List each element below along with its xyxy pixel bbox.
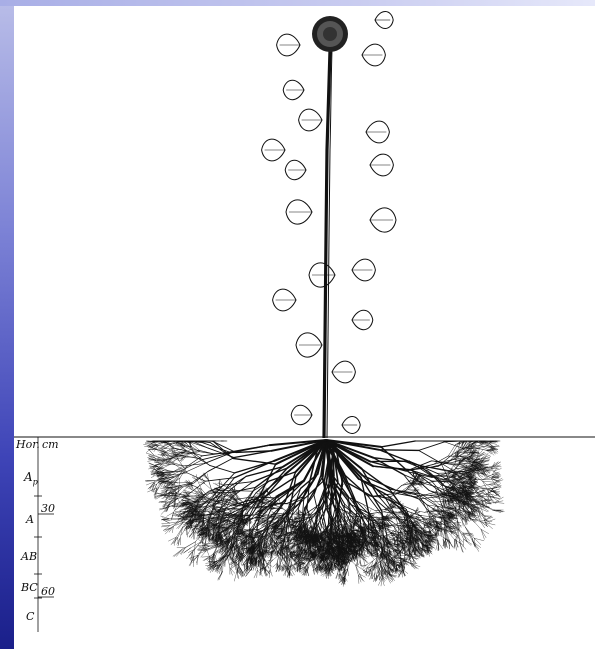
slide-accent-left-band xyxy=(0,0,14,649)
root-segment xyxy=(348,569,349,576)
root-segment xyxy=(381,441,415,447)
root-segment xyxy=(448,505,454,506)
root-segment xyxy=(493,469,501,472)
root-segment xyxy=(379,450,419,451)
root-system xyxy=(144,440,505,586)
root-segment xyxy=(439,543,443,549)
root-segment xyxy=(359,561,361,565)
root-segment xyxy=(459,456,460,462)
root-segment xyxy=(363,551,365,557)
root-segment xyxy=(398,517,404,526)
root-segment xyxy=(463,539,464,547)
root-segment xyxy=(373,466,412,470)
root-segment xyxy=(441,529,442,535)
root-segment xyxy=(476,493,484,494)
root-segment xyxy=(412,564,420,567)
root-segment xyxy=(465,527,474,538)
root-segment xyxy=(478,489,484,496)
root-segment xyxy=(477,446,487,448)
root-segment xyxy=(464,539,472,544)
root-segment xyxy=(445,539,446,548)
root-segment xyxy=(469,517,476,522)
root-segment xyxy=(453,450,462,460)
root-segment xyxy=(442,500,443,505)
root-segment xyxy=(441,497,448,501)
root-segment xyxy=(489,443,496,445)
root-segment xyxy=(464,539,471,545)
root-segment xyxy=(357,560,358,565)
root-segment xyxy=(465,527,472,538)
root-segment xyxy=(419,442,445,451)
sunflower-root-illustration xyxy=(14,6,595,649)
root-segment xyxy=(495,502,504,503)
